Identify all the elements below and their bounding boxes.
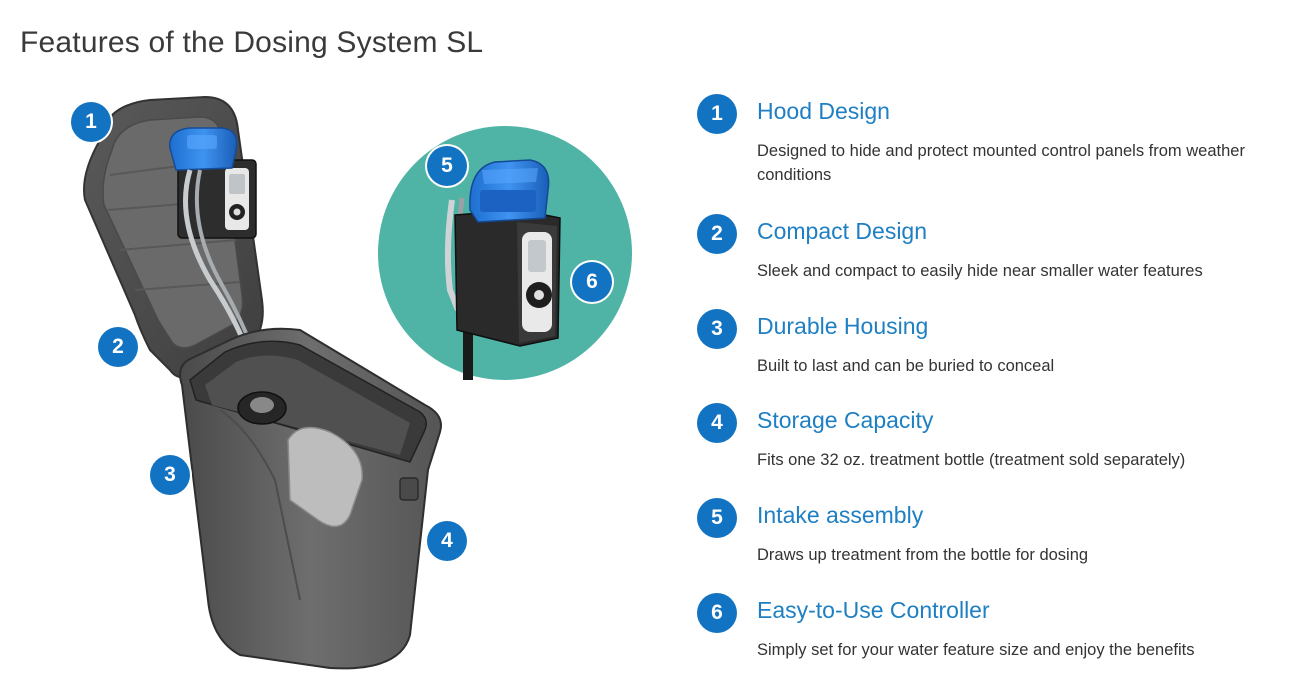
feature-number-badge: 1 [697, 94, 737, 134]
feature-title: Storage Capacity [757, 407, 934, 433]
illustration-marker-5: 5 [427, 146, 467, 186]
illustration-marker-6: 6 [572, 262, 612, 302]
feature-description: Designed to hide and protect mounted con… [757, 142, 1245, 184]
feature-number-badge: 4 [697, 403, 737, 443]
feature-description: Simply set for your water feature size a… [757, 641, 1195, 659]
feature-description: Fits one 32 oz. treatment bottle (treatm… [757, 451, 1186, 469]
illustration-marker-3: 3 [150, 455, 190, 495]
feature-number-badge: 2 [697, 214, 737, 254]
feature-number-badge: 6 [697, 593, 737, 633]
feature-description: Draws up treatment from the bottle for d… [757, 546, 1089, 564]
feature-number-badge: 5 [697, 498, 737, 538]
illustration-marker-1: 1 [71, 102, 111, 142]
illustration-marker-2: 2 [98, 327, 138, 367]
dosing-system-illustration [83, 95, 632, 670]
illustration-marker-4: 4 [427, 521, 467, 561]
feature-title: Intake assembly [757, 502, 924, 528]
feature-description: Built to last and can be buried to conce… [757, 357, 1055, 375]
feature-title: Compact Design [757, 218, 928, 244]
treatment-bottle [287, 426, 363, 528]
feature-title: Hood Design [757, 98, 890, 124]
feature-title: Easy-to-Use Controller [757, 597, 990, 623]
feature-number-badge: 3 [697, 309, 737, 349]
page-title: Features of the Dosing System SL [20, 26, 484, 59]
feature-title: Durable Housing [757, 313, 929, 339]
feature-description: Sleek and compact to easily hide near sm… [757, 262, 1203, 280]
